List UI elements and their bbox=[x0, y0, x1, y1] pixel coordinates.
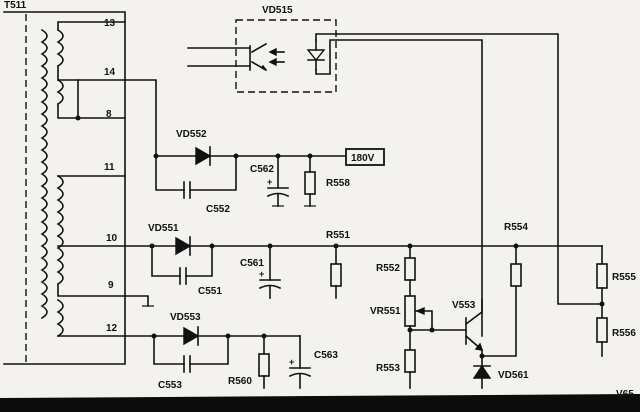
pin-12-label: 12 bbox=[106, 323, 118, 334]
c551-label: C551 bbox=[198, 286, 222, 297]
r553-label: R553 bbox=[376, 363, 400, 374]
pin-13-label: 13 bbox=[104, 18, 116, 29]
supply-180v-branch: + 180V VD552 C552 C562 R558 bbox=[124, 79, 385, 215]
c553-label: C553 bbox=[158, 380, 182, 391]
vd553-label: VD553 bbox=[170, 312, 201, 323]
vr551-label: VR551 bbox=[370, 306, 401, 317]
corner-label: V65 bbox=[616, 389, 634, 400]
r560-label: R560 bbox=[228, 376, 252, 387]
transformer-label: T511 bbox=[4, 0, 27, 11]
optocoupler-label: VD515 bbox=[262, 5, 293, 16]
sampling-divider: R555 R556 bbox=[596, 245, 636, 357]
svg-text:+: + bbox=[267, 177, 272, 187]
r554-label: R554 bbox=[504, 222, 528, 233]
c563-label: C563 bbox=[314, 350, 338, 361]
r558-label: R558 bbox=[326, 178, 350, 189]
svg-text:+: + bbox=[259, 269, 264, 279]
svg-text:+: + bbox=[289, 357, 294, 367]
r552-label: R552 bbox=[376, 263, 400, 274]
pin-10-label: 10 bbox=[106, 233, 118, 244]
pin12-branch: + VD553 C553 R560 C563 bbox=[124, 312, 338, 391]
c552-label: C552 bbox=[206, 204, 230, 215]
vd552-label: VD552 bbox=[176, 129, 207, 140]
c562-label: C562 bbox=[250, 164, 274, 175]
r551-label: R551 bbox=[326, 230, 350, 241]
pin-9-label: 9 bbox=[108, 280, 114, 291]
c561-label: C561 bbox=[240, 258, 264, 269]
vd561-label: VD561 bbox=[498, 370, 529, 381]
main-rail-branch: + VD551 C551 C561 R551 bbox=[57, 223, 603, 307]
r556-label: R556 bbox=[612, 328, 636, 339]
error-amplifier: R552 VR551 R553 V553 R554 VD561 bbox=[370, 222, 529, 389]
vd551-label: VD551 bbox=[148, 223, 179, 234]
output-180v-label: 180V bbox=[351, 153, 375, 164]
v553-label: V553 bbox=[452, 300, 476, 311]
transformer-t511: T511 13 14 8 11 10 9 12 bbox=[3, 0, 126, 365]
pin-8-label: 8 bbox=[106, 109, 112, 120]
pin-14-label: 14 bbox=[104, 67, 116, 78]
pin-11-label: 11 bbox=[104, 162, 115, 173]
optocoupler-vd515: VD515 bbox=[187, 5, 601, 337]
r555-label: R555 bbox=[612, 272, 636, 283]
